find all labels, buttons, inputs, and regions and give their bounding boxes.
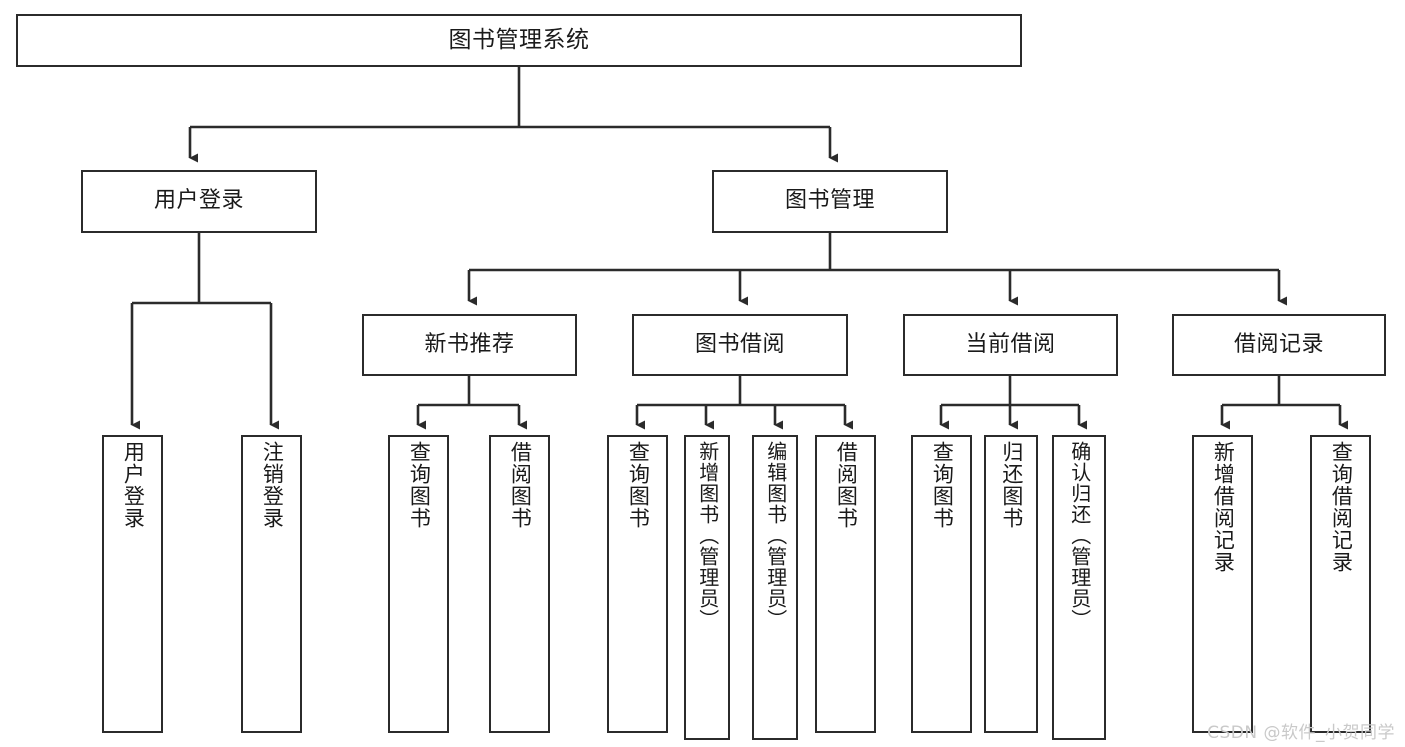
- node-label: 新增借阅记录: [1211, 441, 1236, 573]
- node-label: 图书管理系统: [448, 26, 590, 53]
- node-label: 新增图书（管理员）: [695, 441, 720, 630]
- node-label: 借阅图书: [508, 441, 533, 529]
- node-root-system[interactable]: 图书管理系统: [16, 14, 1022, 67]
- leaf-user-login-login[interactable]: 用户登录: [102, 435, 163, 733]
- leaf-borrow-record-query[interactable]: 查询借阅记录: [1310, 435, 1371, 733]
- node-label: 查询图书: [930, 441, 955, 529]
- node-current-borrow[interactable]: 当前借阅: [903, 314, 1118, 376]
- node-new-book-recommend[interactable]: 新书推荐: [362, 314, 577, 376]
- node-label: 用户登录: [121, 441, 146, 529]
- node-label: 图书管理: [784, 188, 875, 214]
- node-label: 借阅图书: [834, 441, 859, 529]
- leaf-book-borrow-query[interactable]: 查询图书: [607, 435, 668, 733]
- leaf-current-borrow-query[interactable]: 查询图书: [911, 435, 972, 733]
- node-label: 确认归还（管理员）: [1067, 441, 1092, 630]
- node-label: 借阅记录: [1233, 331, 1324, 357]
- leaf-borrow-record-add[interactable]: 新增借阅记录: [1192, 435, 1253, 733]
- leaf-new-book-borrow[interactable]: 借阅图书: [489, 435, 550, 733]
- node-label: 用户登录: [153, 188, 244, 214]
- leaf-new-book-query[interactable]: 查询图书: [388, 435, 449, 733]
- node-label: 注销登录: [260, 441, 285, 529]
- node-label: 当前借阅: [965, 331, 1056, 357]
- csdn-watermark: CSDN @软件_小贺同学: [1207, 723, 1395, 743]
- node-label: 编辑图书（管理员）: [763, 441, 788, 630]
- node-label: 查询图书: [626, 441, 651, 529]
- node-label: 新书推荐: [424, 331, 515, 357]
- leaf-book-borrow-edit[interactable]: 编辑图书（管理员）: [752, 435, 798, 740]
- leaf-current-borrow-return[interactable]: 归还图书: [984, 435, 1038, 733]
- node-borrow-record[interactable]: 借阅记录: [1172, 314, 1386, 376]
- node-label: 图书借阅: [694, 331, 785, 357]
- node-user-login[interactable]: 用户登录: [81, 170, 317, 233]
- leaf-user-login-logout[interactable]: 注销登录: [241, 435, 302, 733]
- leaf-current-borrow-confirm[interactable]: 确认归还（管理员）: [1052, 435, 1106, 740]
- node-book-borrow[interactable]: 图书借阅: [632, 314, 848, 376]
- node-label: 查询图书: [407, 441, 432, 529]
- node-label: 查询借阅记录: [1329, 441, 1354, 573]
- node-book-manage[interactable]: 图书管理: [712, 170, 948, 233]
- node-label: 归还图书: [999, 441, 1024, 529]
- leaf-book-borrow-borrow[interactable]: 借阅图书: [815, 435, 876, 733]
- leaf-book-borrow-add[interactable]: 新增图书（管理员）: [684, 435, 730, 740]
